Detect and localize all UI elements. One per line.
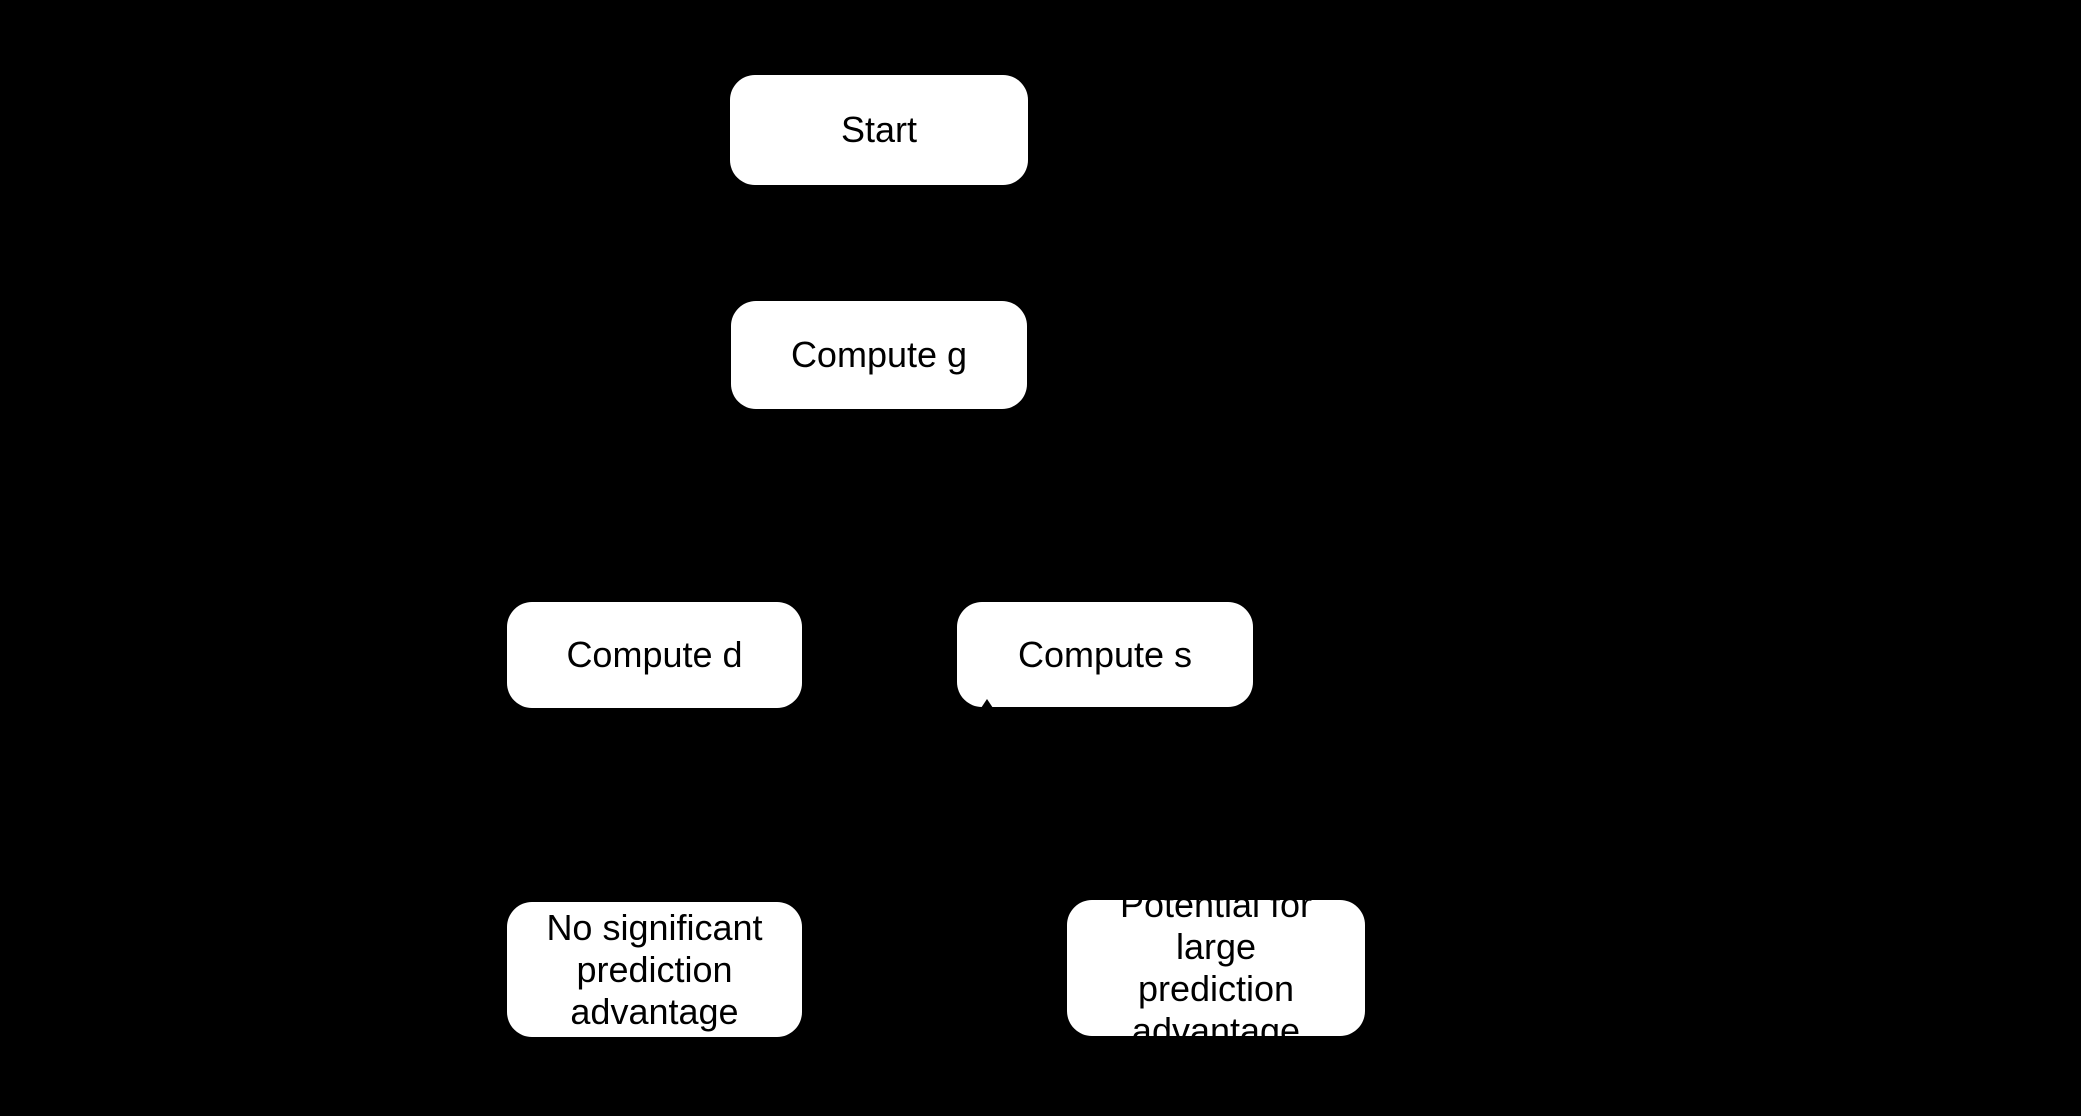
node-start: Start: [730, 75, 1028, 185]
node-compute-g: Compute g: [731, 301, 1027, 409]
node-potential-large-advantage: Potential for large prediction advantage: [1067, 884, 1365, 1051]
node-compute-s: Compute s: [957, 602, 1253, 707]
node-compute-d: Compute d: [507, 602, 802, 708]
node-no-significant-advantage: No significant prediction advantage: [507, 902, 802, 1037]
arrowhead-tip-icon: [981, 699, 993, 708]
